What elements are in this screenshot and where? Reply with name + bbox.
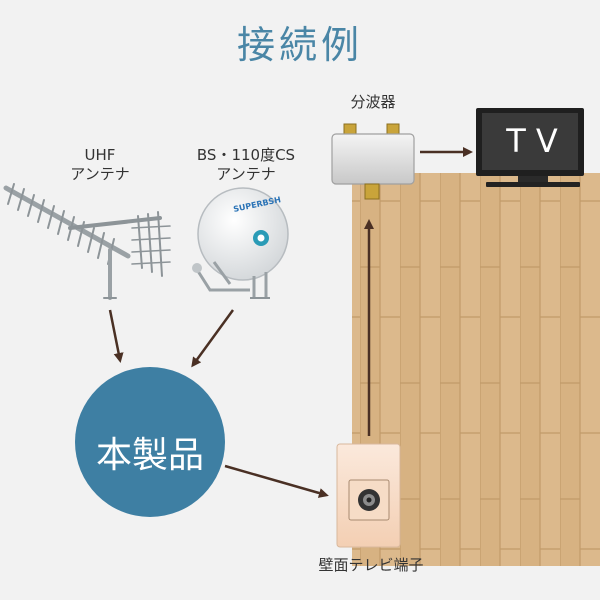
product-to-wall-arrow [224, 464, 329, 498]
bs-to-product-arrow [191, 309, 235, 368]
wooden-floor [352, 173, 600, 566]
tv-icon [476, 108, 584, 187]
uhf-to-product-arrow [108, 309, 124, 363]
uhf-antenna-label: UHF アンテナ [55, 146, 145, 184]
tv-label: TV [506, 122, 568, 160]
bs-antenna-label: BS・110度CS アンテナ [182, 146, 310, 184]
page-title: 接続例 [236, 23, 363, 67]
wall-tv-outlet-icon [336, 443, 401, 548]
splitter-label: 分波器 [350, 93, 396, 111]
product-label: 本製品 [95, 435, 204, 476]
bs-label-line1: BS・110度CS [196, 146, 296, 164]
product-circle [75, 367, 225, 517]
uhf-label-line2: アンテナ [70, 165, 130, 183]
uhf-label-line1: UHF [84, 146, 116, 164]
bs-label-line2: アンテナ [216, 165, 276, 183]
splitter-icon [331, 123, 415, 200]
uhf-antenna-icon [3, 183, 171, 300]
bs-cs-dish-antenna-icon: SUPERBSH [192, 187, 289, 299]
wall-outlet-label: 壁面テレビ端子 [318, 556, 424, 574]
